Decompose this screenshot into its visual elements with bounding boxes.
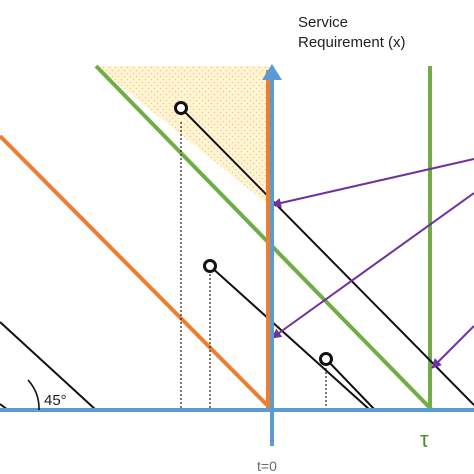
service-requirement-label-line-1: Service xyxy=(298,14,349,31)
purple-arrow-top xyxy=(271,158,474,208)
angle-arc xyxy=(27,379,40,411)
black-diagonal-line-1 xyxy=(0,321,97,411)
green-diagonal-line xyxy=(94,64,434,412)
tau-label: τ xyxy=(420,427,429,452)
time-zero-label: t=0 xyxy=(257,458,277,474)
purple-arrow-middle xyxy=(271,192,474,339)
service-requirement-label-line-2: Requirement (x) xyxy=(298,34,406,51)
y-axis-arrow-icon xyxy=(262,64,282,80)
circle-marker-icon xyxy=(319,352,333,366)
circle-marker-icon xyxy=(203,259,217,273)
orange-diagonal-line xyxy=(0,134,274,412)
black-diagonal-line-2 xyxy=(180,107,474,406)
circle-marker-icon xyxy=(174,101,188,115)
shaded-region xyxy=(96,66,272,208)
purple-arrow-right xyxy=(431,325,474,369)
angle-label: 45° xyxy=(44,392,67,409)
black-diagonal-line-4 xyxy=(325,358,376,411)
black-diagonal-line-3 xyxy=(209,265,371,411)
